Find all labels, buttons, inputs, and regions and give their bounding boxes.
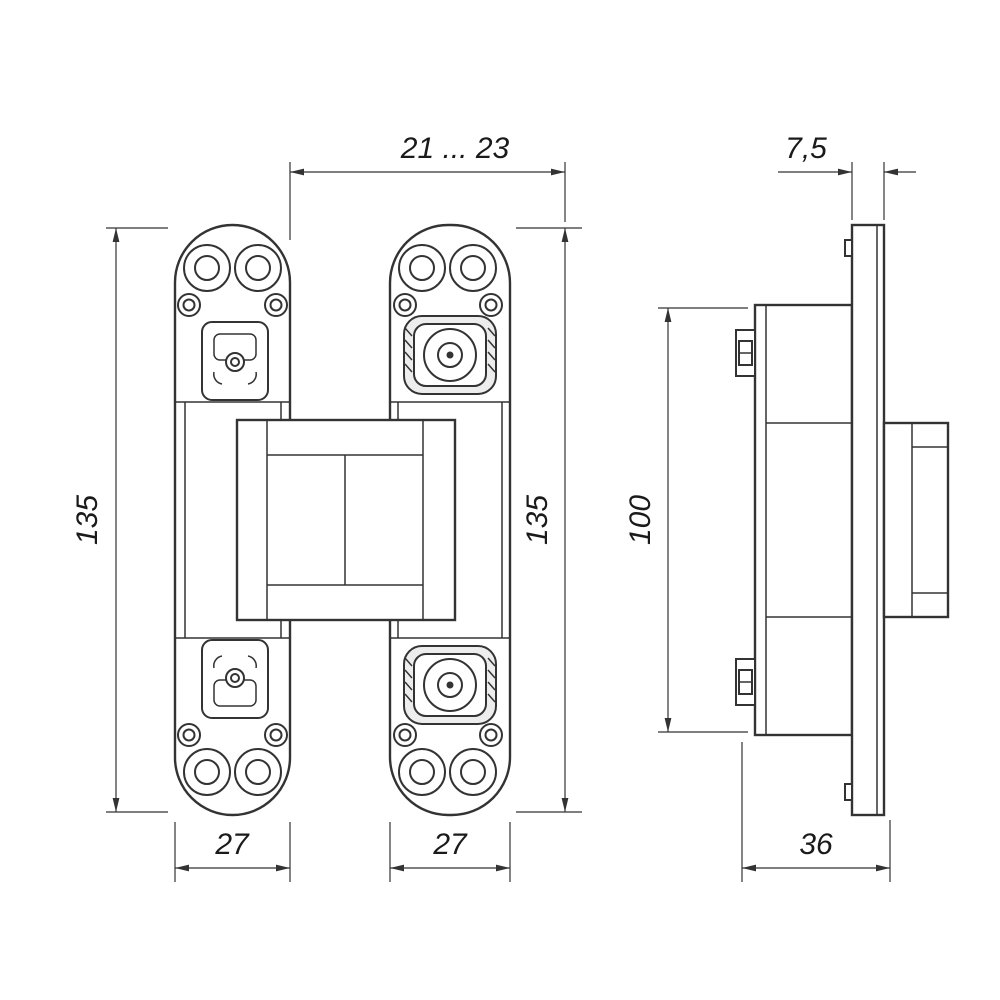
dimension-plate-thickness: 7,5: [778, 132, 916, 220]
side-mount-tab-bottom: [735, 658, 756, 706]
screw-hole: [183, 244, 231, 292]
dim-label-depth: 36: [799, 828, 833, 861]
pivot-block-top: [403, 315, 497, 395]
dimension-gap: 21 ... 23: [289, 132, 566, 240]
screw-hole-small: [393, 293, 417, 317]
side-view: [735, 223, 950, 817]
dim-label-height-left: 135: [71, 495, 104, 545]
dim-label-width-right: 27: [432, 828, 468, 861]
dimension-height-right: 135: [516, 227, 582, 813]
dim-label-plate-thickness: 7,5: [785, 132, 827, 165]
screw-hole-small: [177, 293, 201, 317]
side-knuckle-block: [882, 421, 950, 619]
front-view-left-leaf: [173, 223, 292, 817]
screw-hole-small: [264, 293, 288, 317]
side-faceplate: [850, 223, 886, 817]
pivot-center: [446, 681, 454, 689]
dimension-depth: 36: [741, 742, 891, 882]
side-mount-tab-top: [735, 329, 756, 377]
dim-label-height-right: 135: [521, 495, 554, 545]
screw-hole: [234, 748, 282, 796]
dim-label-gap: 21 ... 23: [400, 132, 510, 165]
screw-hole-small: [479, 723, 503, 747]
adjuster-arrow-icon: [247, 371, 257, 385]
dim-label-body-height: 100: [624, 495, 657, 545]
dim-label-width-left: 27: [214, 828, 250, 861]
adjuster-arrow-icon: [247, 655, 257, 669]
dimension-body-height: 100: [624, 307, 748, 733]
adjuster-bottom: [201, 639, 269, 719]
dimension-width-right: 27: [389, 822, 511, 882]
hinge-body-outline: [235, 418, 457, 622]
adjuster-arrow-icon: [213, 371, 223, 385]
screw-hole: [398, 748, 446, 796]
faceplate-notch: [844, 239, 853, 257]
pivot-block-bottom: [403, 645, 497, 725]
screw-hole: [183, 748, 231, 796]
screw-hole-small: [264, 723, 288, 747]
screw-hole: [449, 748, 497, 796]
screw-hole: [398, 244, 446, 292]
screw-hole-small: [177, 723, 201, 747]
adjuster-top: [201, 321, 269, 401]
dimension-height-left: 135: [71, 227, 168, 813]
adjuster-arrow-icon: [213, 655, 223, 669]
screw-hole: [234, 244, 282, 292]
dimension-width-left: 27: [174, 822, 291, 882]
screw-hole-small: [393, 723, 417, 747]
pivot-center: [446, 351, 454, 359]
screw-hole: [449, 244, 497, 292]
faceplate-notch: [844, 783, 853, 801]
side-body-outline: [753, 303, 854, 737]
hinge-body: [235, 418, 457, 622]
screw-hole-small: [479, 293, 503, 317]
